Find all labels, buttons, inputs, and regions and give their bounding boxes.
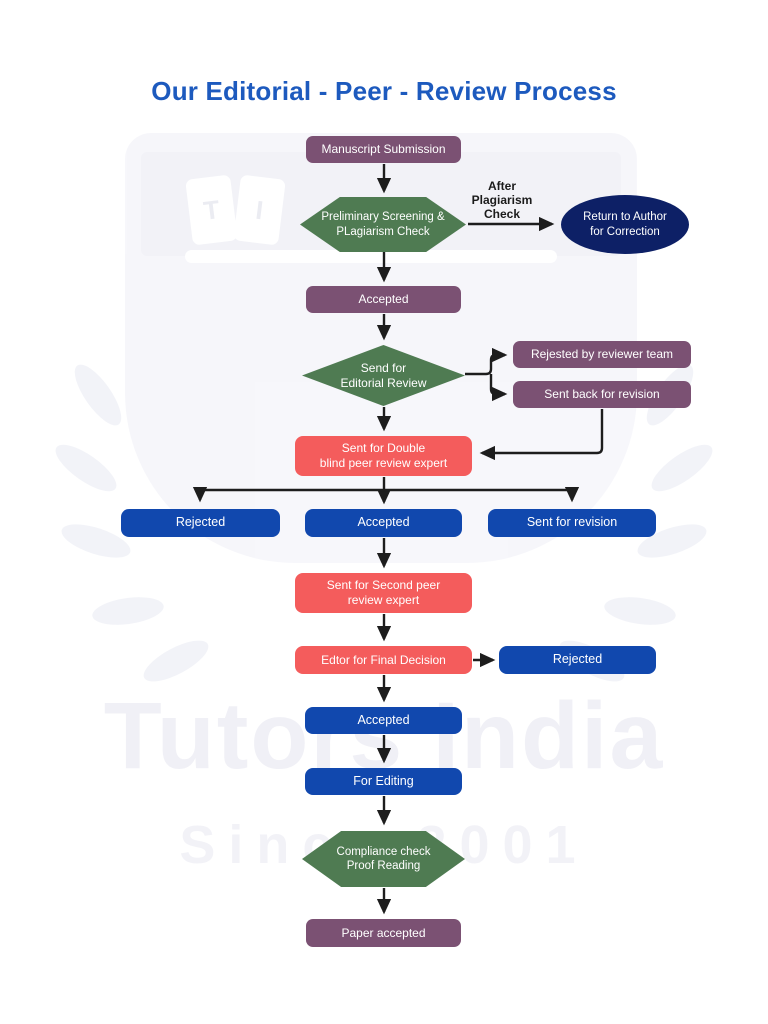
node-second-peer-review: Sent for Second peer review expert	[295, 573, 472, 613]
node-rejected-by-team: Rejested by reviewer team	[513, 341, 691, 368]
connector-branch-to-revision	[384, 486, 580, 503]
node-accepted-final: Accepted	[305, 707, 462, 734]
node-rejected-first: Rejected	[121, 509, 280, 537]
node-paper-accepted: Paper accepted	[306, 919, 461, 947]
connector-sentback-to-doubleblind	[479, 409, 604, 461]
node-rejected-final: Rejected	[499, 646, 656, 674]
node-compliance-check: Compliance check Proof Reading	[302, 831, 465, 887]
connector-review-to-sentback	[489, 374, 508, 402]
node-editor-final-decision: Edtor for Final Decision	[295, 646, 472, 674]
node-sent-back-revision: Sent back for revision	[513, 381, 691, 408]
book-shelf-bar	[185, 250, 557, 263]
node-double-blind-review: Sent for Double blind peer review expert	[295, 436, 472, 476]
node-for-editing: For Editing	[305, 768, 462, 795]
page-title: Our Editorial - Peer - Review Process	[151, 76, 617, 106]
node-accepted-screening: Accepted	[306, 286, 461, 313]
after-plagiarism-label: After Plagiarism Check	[471, 179, 533, 221]
node-sent-for-revision: Sent for revision	[488, 509, 656, 537]
connector-review-to-rejested	[465, 347, 508, 376]
connector-branch-to-rejected	[192, 486, 384, 503]
node-return-to-author: Return to Author for Correction	[561, 195, 689, 254]
node-preliminary-screening: Preliminary Screening & PLagiarism Check	[300, 197, 466, 252]
node-accepted-first: Accepted	[305, 509, 462, 537]
node-manuscript-submission: Manuscript Submission	[306, 136, 461, 163]
